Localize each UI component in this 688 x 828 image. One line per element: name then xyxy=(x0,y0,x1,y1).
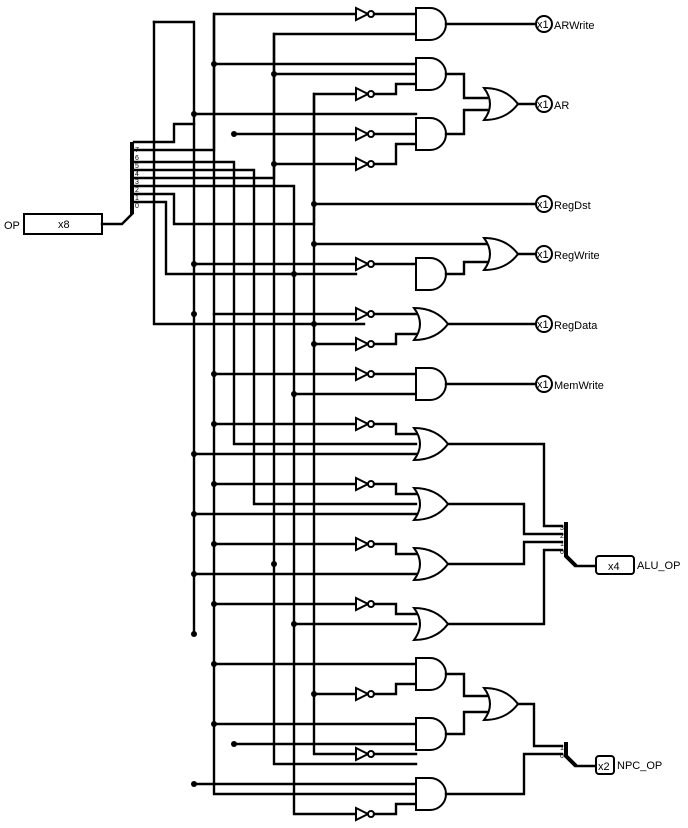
not-gate-13 xyxy=(355,682,418,702)
output-memwrite: x1 MemWrite xyxy=(535,375,604,393)
not-gate-2 xyxy=(355,82,418,102)
alu-op-label: ALU_OP xyxy=(637,560,680,572)
or-gate-alu-0 xyxy=(412,606,450,642)
or-gate-alu-2 xyxy=(412,486,450,522)
alu-bit-2: 2 xyxy=(560,533,564,540)
npc-bit-0: 0 xyxy=(560,753,564,760)
output-regdst-label: RegDst xyxy=(554,200,591,212)
split-bit-3: 3 xyxy=(135,179,139,186)
split-bit-2: 2 xyxy=(135,187,139,194)
npc-bit-1: 1 xyxy=(560,745,564,752)
not-gate-1 xyxy=(355,6,418,22)
and-gate-8 xyxy=(415,777,447,811)
output-regdst-width: x1 xyxy=(537,199,549,211)
split-bit-1: 1 xyxy=(135,195,139,202)
output-regdata-label: RegData xyxy=(554,320,598,332)
alu-op-width: x4 xyxy=(608,561,620,573)
single-outputs: x1 ARWrite x1 AR x1 RegDst x1 RegWrite x… xyxy=(535,15,604,393)
npc-op-output: 1 0 x2 NPC_OP xyxy=(560,742,662,775)
alu-bit-1: 1 xyxy=(560,541,564,548)
alu-bit-0: 0 xyxy=(560,549,564,556)
alu-op-pin xyxy=(595,555,635,575)
output-memwrite-label: MemWrite xyxy=(554,380,604,392)
split-bit-0: 0 xyxy=(135,203,139,210)
or-gate-alu-1 xyxy=(412,546,450,582)
output-regdata: x1 RegData xyxy=(535,315,598,333)
output-arwrite-label: ARWrite xyxy=(554,20,595,32)
or-gate-regwrite xyxy=(482,236,520,272)
split-bit-7: 7 xyxy=(135,147,139,154)
or-gates xyxy=(412,86,520,722)
and-gate-3 xyxy=(415,117,447,151)
and-gate-7 xyxy=(415,717,447,751)
and-gate-5 xyxy=(415,367,447,401)
output-ar: x1 AR xyxy=(535,95,569,113)
not-gate-9 xyxy=(355,416,418,436)
output-ar-label: AR xyxy=(554,100,569,112)
and-gate-6 xyxy=(415,657,447,691)
or-gate-regdata xyxy=(412,306,450,342)
split-bit-6: 6 xyxy=(135,155,139,162)
npc-op-label: NPC_OP xyxy=(617,760,662,772)
not-gate-7 xyxy=(355,332,418,352)
inverters xyxy=(355,6,418,822)
or-gate-alu-3 xyxy=(412,426,450,462)
op-input: OP x8 7 6 5 4 3 2 1 0 xyxy=(4,142,139,235)
split-bit-5: 5 xyxy=(135,163,139,170)
split-bit-4: 4 xyxy=(135,171,139,178)
op-label: OP xyxy=(4,220,20,232)
not-gate-10 xyxy=(355,476,418,496)
tap-wires xyxy=(192,62,538,786)
npc-op-width: x2 xyxy=(598,761,610,773)
or-gate-npc xyxy=(482,686,520,722)
output-memwrite-width: x1 xyxy=(537,379,549,391)
npc-op-pin xyxy=(595,755,615,775)
not-gate-6 xyxy=(355,306,418,322)
output-regwrite: x1 RegWrite xyxy=(535,245,600,263)
output-arwrite: x1 ARWrite xyxy=(535,15,595,33)
alu-splitter-bus xyxy=(564,522,578,568)
output-ar-width: x1 xyxy=(537,99,549,111)
alu-op-output: 3 2 1 0 x4 ALU_OP xyxy=(560,522,680,575)
not-gate-15 xyxy=(355,802,418,822)
output-regwrite-width: x1 xyxy=(537,249,549,261)
not-gate-11 xyxy=(355,536,418,556)
output-regdst: x1 RegDst xyxy=(535,195,591,213)
not-gate-12 xyxy=(355,596,418,616)
not-gate-3 xyxy=(355,126,418,142)
or-gate-ar xyxy=(482,86,520,122)
npc-splitter-bus xyxy=(564,742,578,768)
op-splitter-bits: 7 6 5 4 3 2 1 0 xyxy=(135,147,139,210)
alu-bit-3: 3 xyxy=(560,525,564,532)
output-wires xyxy=(444,22,564,796)
not-gate-14 xyxy=(355,746,418,762)
junction-dots xyxy=(191,61,317,787)
not-gate-8 xyxy=(355,366,418,382)
and-gate-2 xyxy=(415,57,447,91)
not-gate-5 xyxy=(355,256,418,272)
output-regwrite-label: RegWrite xyxy=(554,250,600,262)
and-gates xyxy=(415,7,447,811)
output-regdata-width: x1 xyxy=(537,319,549,331)
and-gate-1 xyxy=(415,7,447,41)
output-arwrite-width: x1 xyxy=(537,19,549,31)
and-gate-4 xyxy=(415,257,447,291)
op-width: x8 xyxy=(58,219,70,231)
not-gate-4 xyxy=(355,142,418,172)
